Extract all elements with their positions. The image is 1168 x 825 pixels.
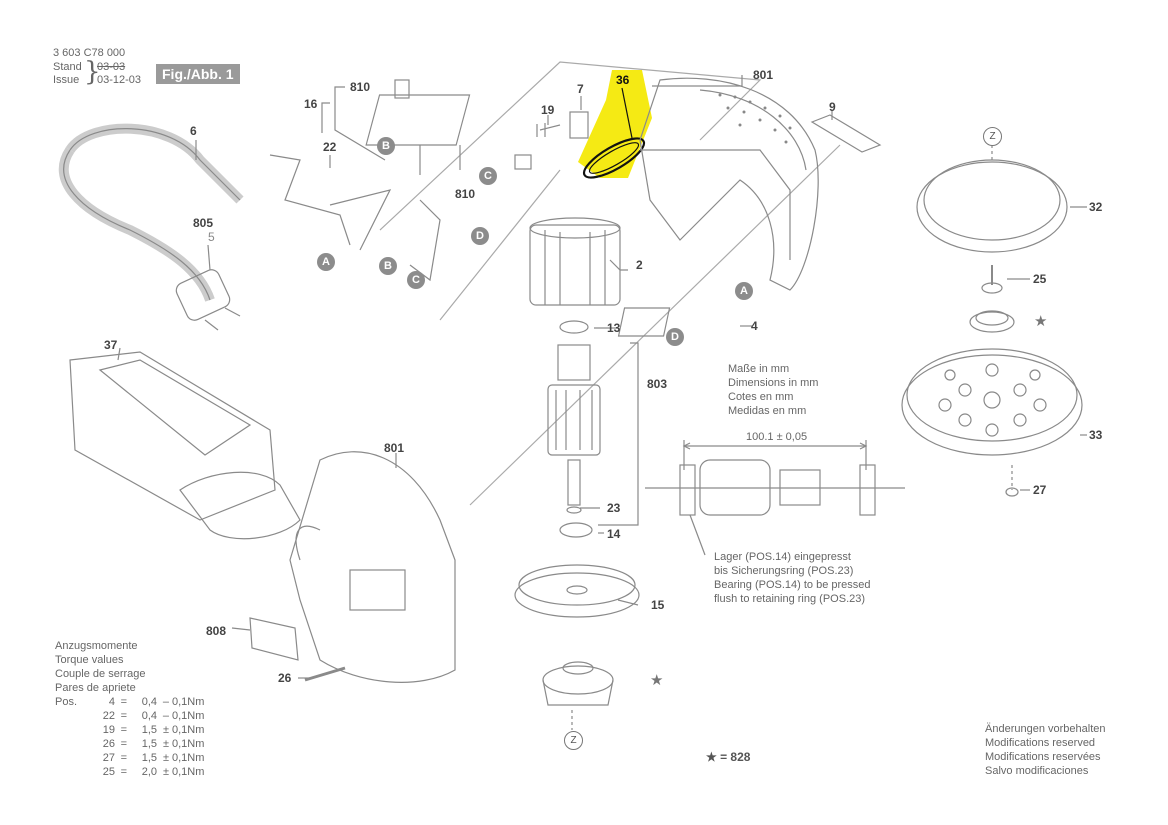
torque-cell-val: 1,5 bbox=[141, 724, 157, 736]
torque-cell-eq: = bbox=[120, 696, 127, 708]
callout-16: 16 bbox=[304, 97, 318, 111]
callout-810-top: 810 bbox=[350, 80, 371, 94]
torque-cell-tol: 0,1Nm bbox=[172, 738, 205, 750]
marker-a-right: A bbox=[735, 282, 753, 300]
torque-cell-val: 0,4 bbox=[141, 696, 157, 708]
torque-cell-tol: 0,1Nm bbox=[172, 696, 205, 708]
old-date: 03-03 bbox=[97, 61, 126, 73]
callout-33: 33 bbox=[1089, 428, 1103, 442]
marker-b-left: B bbox=[379, 257, 397, 275]
callout-4: 4 bbox=[751, 319, 758, 333]
bearing-note: Lager (POS.14) eingepresst bis Sicherung… bbox=[714, 551, 871, 605]
callout-19: 19 bbox=[541, 103, 555, 117]
marker-z-bottom: Z bbox=[564, 731, 583, 750]
marker-d-top: D bbox=[471, 227, 489, 245]
torque-cell-eq: = bbox=[120, 724, 127, 736]
torque-cell-op: – bbox=[162, 696, 169, 708]
torque-cell-val: 1,5 bbox=[141, 752, 157, 764]
callout-15: 15 bbox=[651, 598, 665, 612]
torque-cell-pad bbox=[60, 765, 92, 779]
marker-a-left: A bbox=[317, 253, 335, 271]
part-number: 3 603 C78 000 bbox=[53, 47, 126, 59]
callout-36: 36 bbox=[616, 73, 630, 87]
issue-label: Issue bbox=[53, 74, 80, 86]
torque-cell-tol: 0,1Nm bbox=[172, 752, 205, 764]
callout-13: 13 bbox=[607, 321, 621, 335]
callout-6: 6 bbox=[190, 124, 197, 138]
callout-32: 32 bbox=[1089, 200, 1103, 214]
marker-b-top: B bbox=[377, 137, 395, 155]
callout-25: 25 bbox=[1033, 272, 1047, 286]
brace: } bbox=[84, 57, 101, 87]
callout-26: 26 bbox=[278, 671, 292, 685]
torque-cell-pad bbox=[60, 709, 92, 723]
torque-cell-tol: 0,1Nm bbox=[172, 710, 205, 722]
marker-z-right: Z bbox=[983, 127, 1002, 146]
callout-9: 9 bbox=[829, 100, 836, 114]
callout-7: 7 bbox=[577, 82, 584, 96]
dimensions-note: Maße in mm Dimensions in mm Cotes en mm … bbox=[728, 363, 819, 417]
torque-cell-val: 1,5 bbox=[141, 738, 157, 750]
torque-cell-val: 2,0 bbox=[141, 766, 157, 778]
torque-cell-op: – bbox=[162, 710, 169, 722]
torque-cell-pad bbox=[60, 695, 92, 709]
issue-date: 03-12-03 bbox=[97, 74, 142, 86]
torque-cell-eq: = bbox=[120, 738, 127, 750]
star-marker-washer: ★ bbox=[1034, 313, 1048, 330]
torque-cell-op: ± bbox=[162, 766, 169, 778]
torque-cell-pos: 26 bbox=[102, 738, 115, 750]
torque-cell-pos: 22 bbox=[102, 710, 115, 722]
callout-27: 27 bbox=[1033, 483, 1047, 497]
torque-cell-eq: = bbox=[120, 752, 127, 764]
torque-cell-pos: 27 bbox=[102, 752, 115, 764]
callout-37: 37 bbox=[104, 338, 118, 352]
torque-cell-pos: 4 bbox=[108, 696, 115, 708]
callout-801-top: 801 bbox=[753, 68, 774, 82]
callout-2: 2 bbox=[636, 258, 643, 272]
callout-801-bottom: 801 bbox=[384, 441, 405, 455]
torque-cell-op: ± bbox=[162, 752, 169, 764]
modifications-note: Änderungen vorbehalten Modifications res… bbox=[985, 723, 1106, 777]
star-marker-eccentric: ★ bbox=[650, 672, 664, 689]
callout-808: 808 bbox=[206, 624, 227, 638]
figure-label: Fig./Abb. 1 bbox=[156, 64, 240, 84]
marker-c-left: C bbox=[407, 271, 425, 289]
torque-title: Anzugsmomente Torque values Couple de se… bbox=[55, 640, 146, 694]
torque-cell-op: ± bbox=[162, 738, 169, 750]
torque-cell-pad bbox=[60, 723, 92, 737]
part-36-highlight bbox=[578, 70, 652, 178]
star-legend: ★ = 828 bbox=[706, 750, 751, 764]
callout-810-mid: 810 bbox=[455, 187, 476, 201]
stand-label: Stand bbox=[53, 61, 82, 73]
dimension-value: 100.1 ± 0,05 bbox=[746, 431, 808, 443]
torque-cell-tol: 0,1Nm bbox=[172, 766, 205, 778]
callout-803: 803 bbox=[647, 377, 668, 391]
callout-805: 805 bbox=[193, 216, 214, 230]
torque-cell-pos: 25 bbox=[102, 766, 115, 778]
callout-22: 22 bbox=[323, 140, 337, 154]
torque-cell-pad bbox=[60, 737, 92, 751]
callout-23: 23 bbox=[607, 501, 621, 515]
callout-14: 14 bbox=[607, 527, 621, 541]
torque-cell-eq: = bbox=[120, 766, 127, 778]
torque-cell-pad bbox=[60, 751, 92, 765]
torque-cell-pos: 19 bbox=[102, 724, 115, 736]
torque-cell-val: 0,4 bbox=[141, 710, 157, 722]
torque-cell-eq: = bbox=[120, 710, 127, 722]
marker-c-top: C bbox=[479, 167, 497, 185]
marker-d-right: D bbox=[666, 328, 684, 346]
torque-cell-tol: 0,1Nm bbox=[172, 724, 205, 736]
callout-5: 5 bbox=[208, 230, 215, 244]
torque-pos-label: Pos. bbox=[55, 696, 78, 708]
torque-cell-op: ± bbox=[162, 724, 169, 736]
